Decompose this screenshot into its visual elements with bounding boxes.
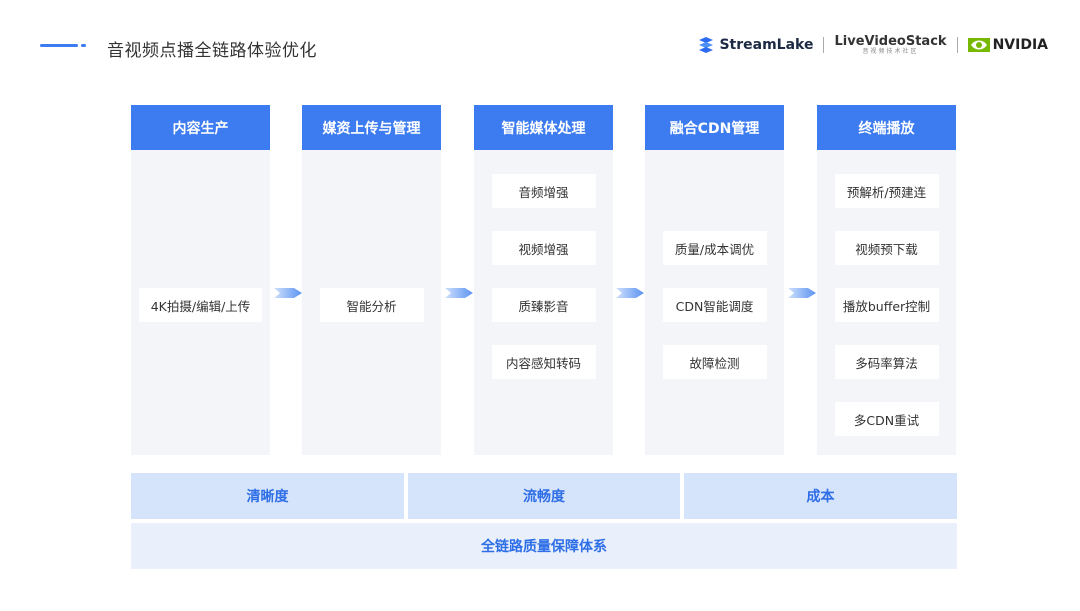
stage-item: 多CDN重试	[834, 402, 939, 436]
streamlake-text: StreamLake	[719, 37, 814, 53]
stage-item: 音频增强	[491, 174, 596, 208]
logo-divider	[823, 37, 825, 53]
stage-item: CDN智能调度	[662, 288, 767, 322]
stage-media-upload-management: 媒资上传与管理 智能分析	[302, 105, 441, 455]
page-title: 音视频点播全链路体验优化	[107, 41, 317, 61]
stage-item: 质臻影音	[491, 288, 596, 322]
header-accent-line	[40, 44, 78, 47]
header-accent-dot	[81, 44, 86, 47]
flow-arrow-icon	[788, 288, 816, 298]
stage-item: 质量/成本调优	[662, 231, 767, 265]
stage-title: 智能媒体处理	[474, 105, 613, 150]
stage-item: 4K拍摄/编辑/上传	[138, 288, 263, 322]
nvidia-eye-icon	[967, 38, 990, 52]
stage-item: 视频增强	[491, 231, 596, 265]
stage-item: 播放buffer控制	[834, 288, 939, 322]
nvidia-logo: NVIDIA	[967, 37, 1048, 53]
stage-item: 故障检测	[662, 345, 767, 379]
flow-arrow-icon	[274, 288, 302, 298]
stage-content-production: 内容生产 4K拍摄/编辑/上传	[131, 105, 270, 455]
streamlake-icon	[699, 37, 714, 53]
stage-smart-media-processing: 智能媒体处理 音频增强 视频增强 质臻影音 内容感知转码	[474, 105, 613, 455]
stage-item: 预解析/预建连	[834, 174, 939, 208]
livevideostack-logo: LiveVideoStack 音视频技术社区	[834, 35, 946, 55]
livevideostack-subtext: 音视频技术社区	[862, 48, 919, 55]
stage-item: 多码率算法	[834, 345, 939, 379]
livevideostack-text: LiveVideoStack	[834, 34, 947, 49]
stage-item: 视频预下载	[834, 231, 939, 265]
metric-smoothness: 流畅度	[408, 473, 680, 519]
stage-title: 融合CDN管理	[645, 105, 784, 150]
quality-assurance-system: 全链路质量保障体系	[131, 523, 957, 569]
stage-item: 内容感知转码	[491, 345, 596, 379]
metric-clarity: 清晰度	[131, 473, 404, 519]
streamlake-logo: StreamLake	[697, 37, 813, 53]
flow-arrow-icon	[445, 288, 473, 298]
stage-item: 智能分析	[319, 288, 424, 322]
logo-bar: StreamLake LiveVideoStack 音视频技术社区 NVIDIA	[697, 34, 1048, 56]
stage-title: 媒资上传与管理	[302, 105, 441, 150]
stage-terminal-playback: 终端播放 预解析/预建连 视频预下载 播放buffer控制 多码率算法 多CDN…	[817, 105, 956, 455]
nvidia-text: NVIDIA	[992, 37, 1048, 53]
stage-fusion-cdn-management: 融合CDN管理 质量/成本调优 CDN智能调度 故障检测	[645, 105, 784, 455]
metric-cost: 成本	[684, 473, 957, 519]
flow-arrow-icon	[616, 288, 644, 298]
stage-title: 内容生产	[131, 105, 270, 150]
logo-divider	[956, 37, 958, 53]
stage-title: 终端播放	[817, 105, 956, 150]
